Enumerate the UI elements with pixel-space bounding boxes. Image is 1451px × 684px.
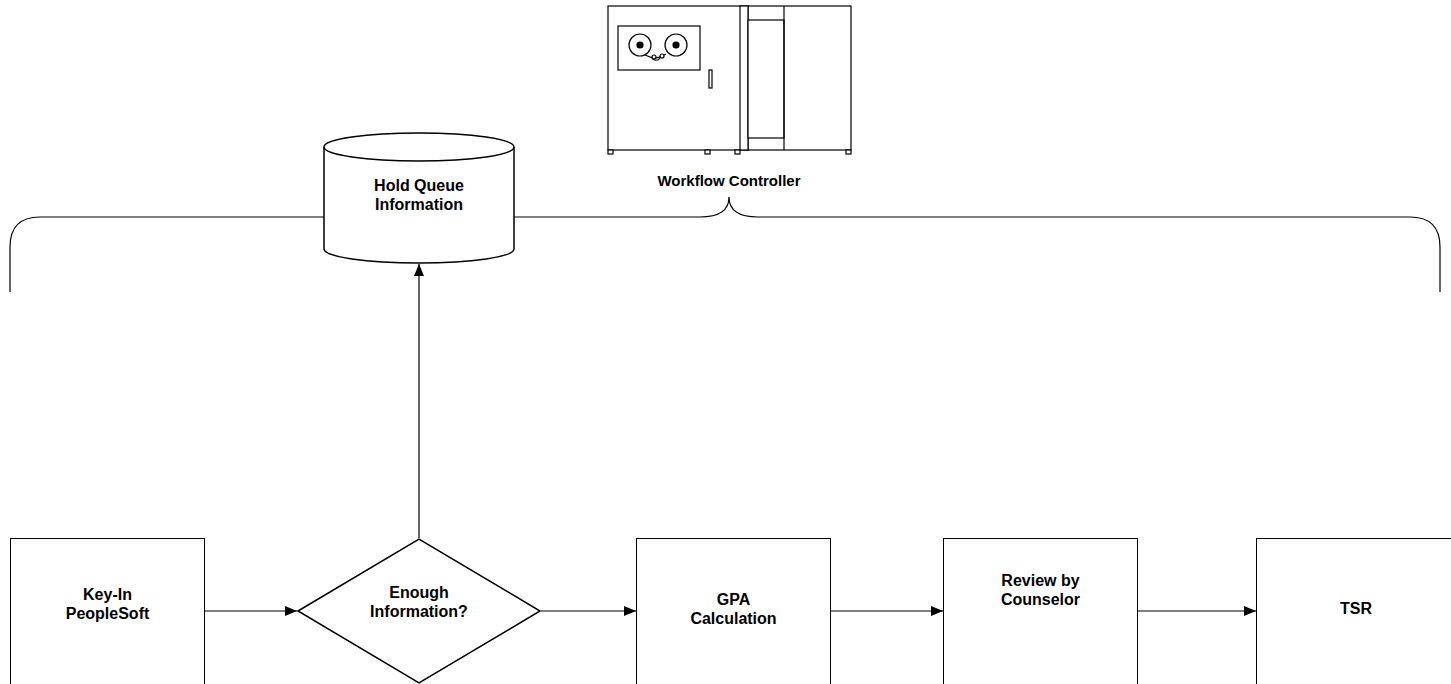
flow-arrow <box>1138 610 1256 611</box>
node-text: TSR <box>1340 599 1372 618</box>
flow-arrow <box>418 264 419 538</box>
device-label: Workflow Controller <box>655 172 802 190</box>
process-box: Key-In PeopleSoft <box>10 538 205 684</box>
flow-arrow <box>541 610 636 611</box>
storage-cylinder: Hold Queue Information <box>323 132 515 264</box>
process-box: GPA Calculation <box>636 538 831 684</box>
node-text: GPA Calculation <box>684 590 784 628</box>
node-text: Hold Queue Information <box>369 176 469 214</box>
process-box: Review by Counselor <box>943 538 1138 684</box>
node-text: Key-In PeopleSoft <box>58 585 158 623</box>
bracket <box>10 197 1440 292</box>
process-box: TSR <box>1256 538 1451 684</box>
flow-arrow <box>831 610 943 611</box>
flow-arrow <box>205 610 297 611</box>
node-text: Review by Counselor <box>1001 571 1080 609</box>
decision-diamond: Enough Information? <box>297 538 541 684</box>
server-icon <box>608 6 851 154</box>
node-text: Enough Information? <box>364 583 474 621</box>
